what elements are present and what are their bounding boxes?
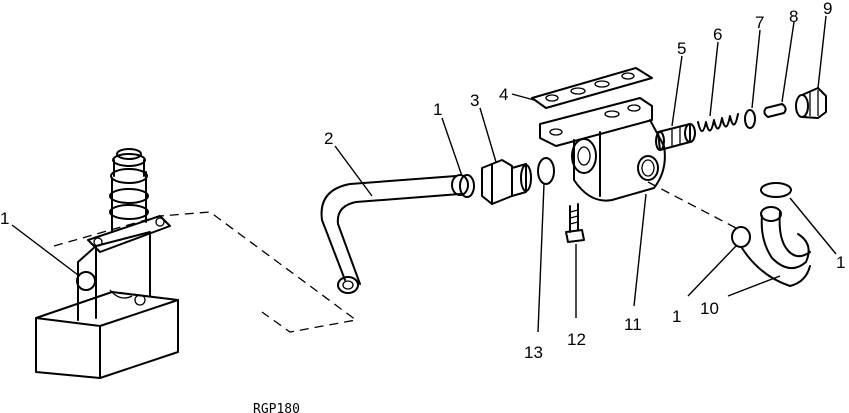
bolt (565, 203, 585, 243)
callout-1-lower-oring: 1 (672, 307, 681, 326)
callout-1-pipe-oring: 1 (433, 100, 442, 119)
curved-pipe (741, 206, 811, 287)
callout-11-valve-body: 11 (624, 315, 642, 334)
o-ring-pump-port (76, 271, 96, 291)
callout-13-oring: 13 (524, 343, 543, 362)
o-ring-top-right (760, 182, 792, 198)
o-ring-valve-inlet (537, 157, 555, 185)
valve-fitting (655, 123, 696, 151)
leader-lines (11, 15, 837, 333)
callout-6-spring: 6 (713, 25, 722, 44)
connector-nut (481, 159, 532, 205)
callout-labels: 1 2 1 3 4 5 6 7 8 9 1 1 10 11 12 13 (0, 0, 845, 362)
callout-4-gasket: 4 (499, 85, 508, 104)
spring (697, 113, 739, 132)
alignment-line-left (53, 211, 358, 333)
callout-5-fitting: 5 (677, 39, 686, 58)
callout-3-nut: 3 (470, 91, 479, 110)
callout-9-plug: 9 (823, 0, 832, 18)
figure-code: RGP180 (253, 402, 300, 413)
callout-2-bent-pipe: 2 (324, 129, 333, 148)
o-ring-valve-seat (744, 109, 756, 129)
callout-7-oring: 7 (755, 13, 764, 32)
callout-10-curved-pipe: 10 (700, 299, 719, 318)
callout-1-pump-oring: 1 (0, 209, 9, 228)
callout-8-pin: 8 (789, 7, 798, 26)
o-ring-pipe (459, 174, 475, 198)
pump-housing (35, 148, 179, 379)
callout-12-bolt: 12 (567, 330, 586, 349)
valve-body (539, 97, 666, 202)
alignment-line-right (647, 181, 737, 229)
gasket (531, 67, 653, 109)
callout-1-right-oring: 1 (836, 253, 845, 272)
check-pin (763, 103, 787, 118)
o-ring-curved-pipe-inlet (731, 226, 751, 248)
bent-pipe (320, 174, 469, 294)
plug (795, 87, 827, 119)
